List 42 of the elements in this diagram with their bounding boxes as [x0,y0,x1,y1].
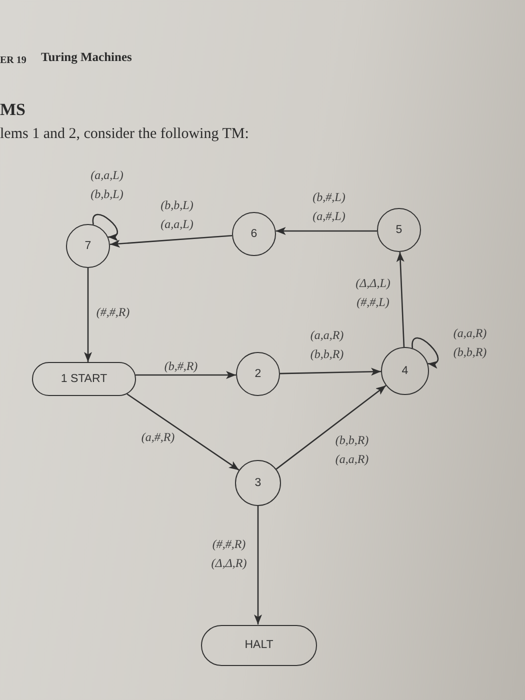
state-label: 6 [250,228,258,240]
arrow [396,252,405,348]
arrow [276,385,386,470]
arrow [254,506,262,624]
state-label: 2 [254,368,262,380]
chapter-number: ER 19 [0,55,26,66]
running-head: Turing Machines [41,51,132,65]
edge-label: (a,a,R) (b,b,R) [453,325,487,361]
arrow [110,234,232,248]
arrow [280,368,382,376]
edge-label: (b,#,R) [164,359,198,373]
edge-label: (b,b,R) (a,a,R) [335,432,369,468]
state-circle [66,224,110,268]
state-circle [377,208,421,252]
arrow [276,227,378,235]
state-label: 1 START [60,372,108,386]
state-circle [235,460,281,506]
loop-arrow [92,214,119,240]
state-label: 3 [254,476,262,490]
edge-label: (b,#,L) (a,#,L) [312,189,346,225]
state-label: 5 [396,224,402,236]
loop-arrow [412,337,439,368]
state-label: HALT [244,638,274,652]
start-state [32,362,136,396]
body-text: lems 1 and 2, consider the following TM: [0,126,249,142]
state-label: 4 [402,364,408,378]
halt-state [201,624,317,666]
state-circle [236,352,280,396]
edge-label: (b,b,L) (a,a,L) [160,197,194,233]
arrow [126,393,240,471]
arrow [136,371,236,379]
edge-label: (#,#,R) (Δ,Δ,R) [211,536,247,572]
edge-label: (a,a,R) (b,b,R) [310,327,344,363]
edge-label: (#,#,R) [96,305,130,319]
section-heading: MS [0,101,26,120]
state-circle [381,347,429,395]
edge-label: (Δ,Δ,L) (#,#,L) [356,275,390,311]
edge-label: (a,#,R) [141,430,175,444]
edge-label: (a,a,L) (b,b,L) [90,167,124,203]
arrow [84,268,92,362]
state-label: 7 [84,240,92,252]
state-circle [232,212,276,256]
